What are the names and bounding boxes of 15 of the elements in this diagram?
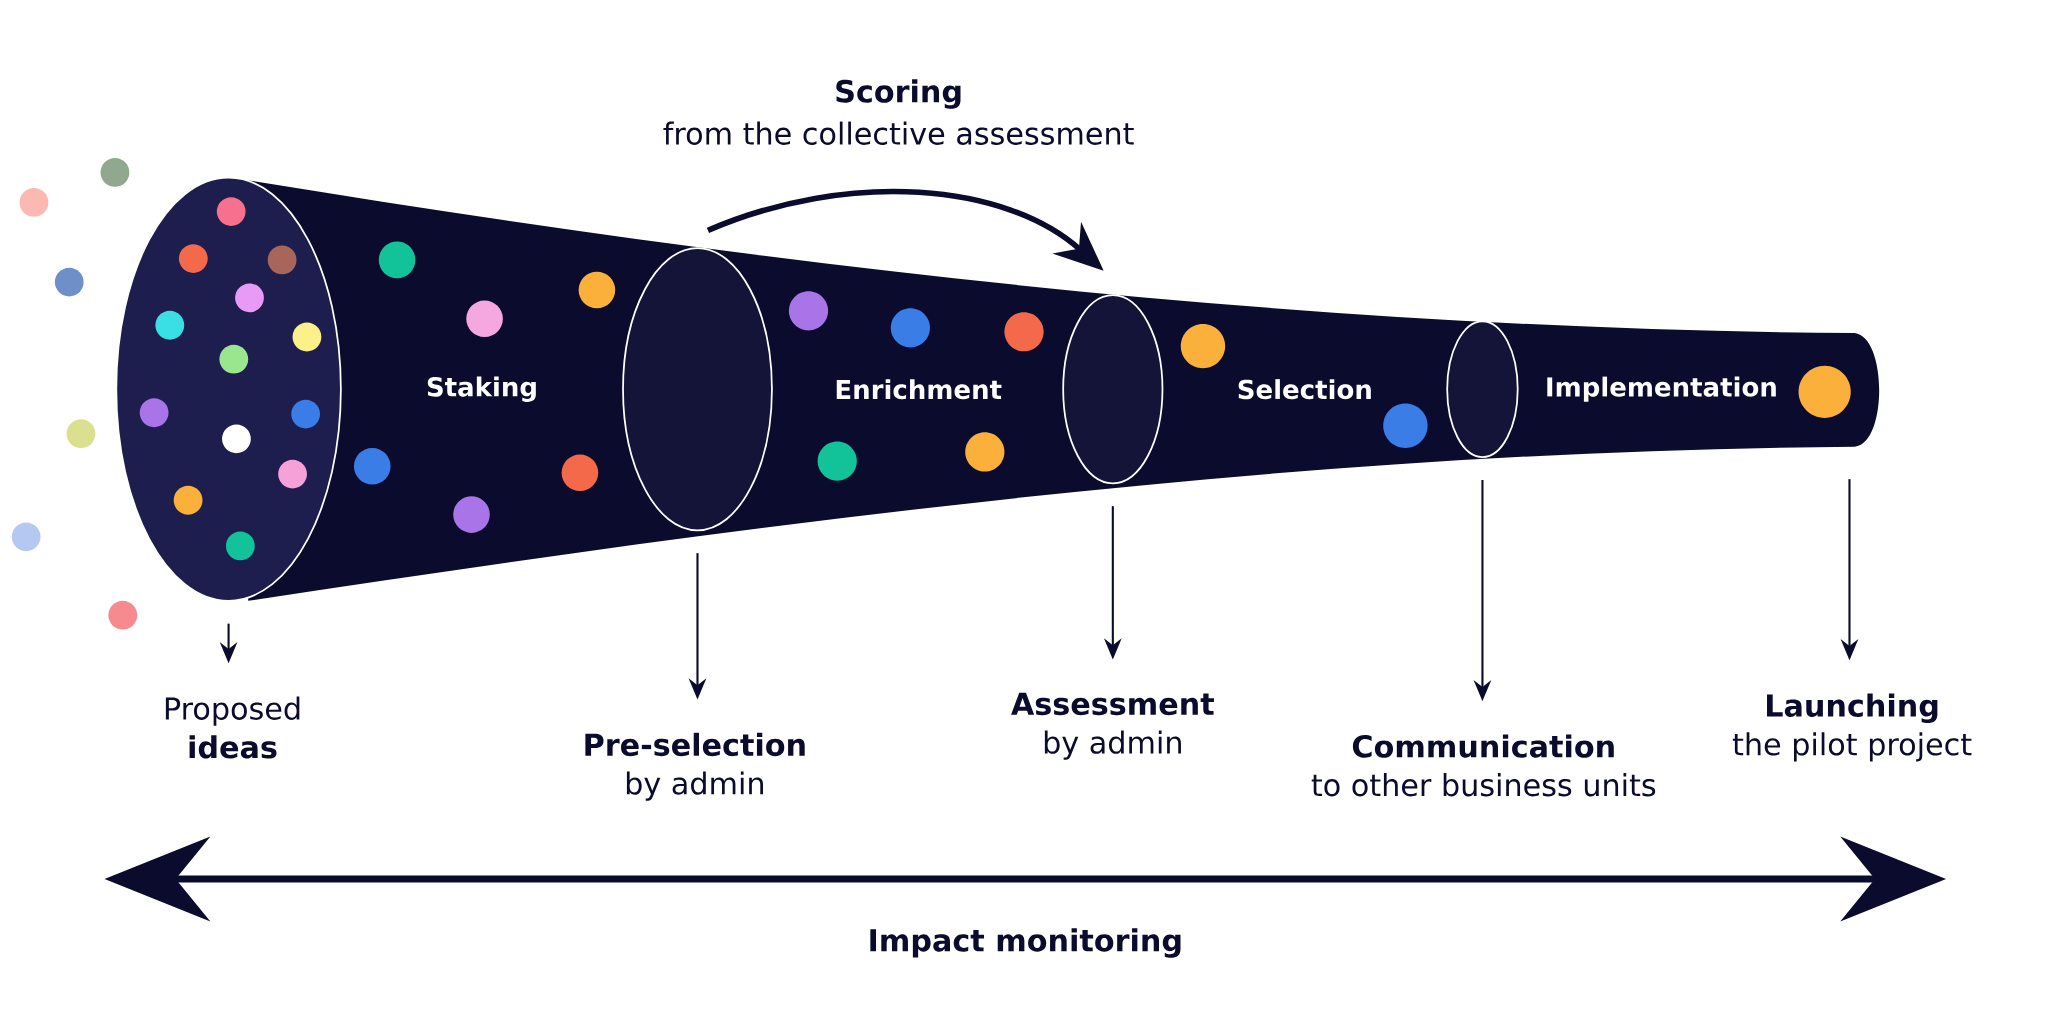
stage-label: Staking [427,376,536,402]
stage-caption: Assessment by admin [1011,692,1214,760]
stage-caption: Communication to other business units [1311,734,1656,797]
stage-caption: Proposed ideas [165,696,300,759]
ring-ellipse [1446,320,1519,458]
edge-label: Scoring [836,79,961,109]
stage-label: Implementation [1547,376,1776,402]
ring-ellipse [1062,294,1164,484]
stage-caption: Pre-selection by admin [585,732,805,801]
axis-label: Impact monitoring [870,928,1181,958]
subtitle-text: from the collective assessment [663,121,1134,145]
stage-label: Enrichment [836,378,1002,400]
ring-ellipse [622,247,773,531]
stage-caption: Launching the pilot project [1732,693,1972,762]
stage-label: Selection [1238,378,1371,400]
